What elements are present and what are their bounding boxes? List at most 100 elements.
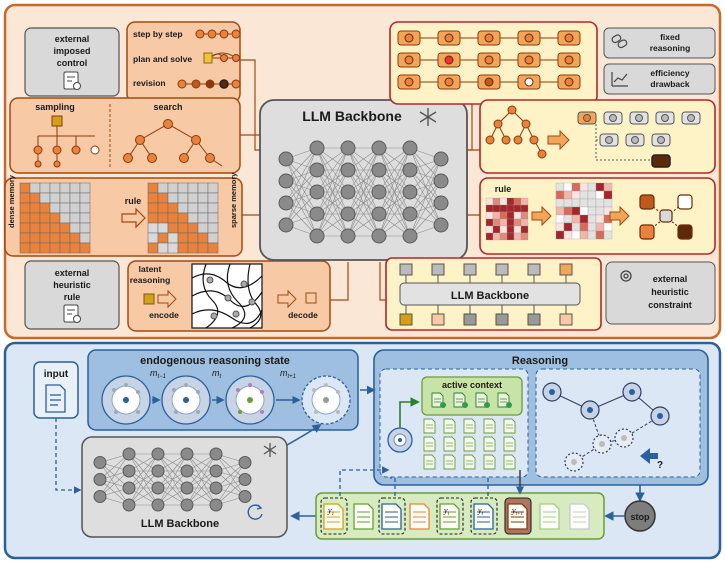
search-label: search: [153, 102, 182, 112]
memory-cell: [187, 182, 199, 194]
memory-cell: [59, 192, 71, 204]
net-edge: [347, 169, 380, 237]
memory-cell: [187, 212, 199, 224]
reasoning-state-node: [387, 397, 420, 453]
memory-cell: [69, 222, 81, 234]
chain-token-dot: [524, 55, 534, 65]
heat-cell: [513, 211, 522, 220]
chain-token-dot: [564, 55, 574, 65]
state-dot: [114, 410, 118, 414]
net-edge: [347, 147, 380, 193]
memory-cell: [29, 202, 41, 214]
memory-cell: [49, 192, 61, 204]
chain-token-dot: [404, 33, 414, 43]
net-node: [340, 184, 356, 200]
net-edge: [347, 191, 380, 237]
state-dot: [136, 390, 140, 394]
heat-cell: [571, 190, 581, 200]
external-rule-line3: rule: [64, 292, 81, 302]
heat-cell: [555, 214, 565, 224]
state-dot: [336, 390, 340, 394]
rule-arrow-2: [609, 205, 630, 227]
heat-cell: [555, 198, 565, 208]
search-node-center: [629, 389, 635, 395]
memory-cell: [147, 202, 159, 214]
net-node: [433, 195, 449, 211]
net-node: [93, 456, 107, 469]
net-edge: [409, 158, 442, 237]
memory-cell: [29, 182, 41, 194]
memory-cell: [207, 232, 219, 244]
heat-cell: [506, 197, 515, 206]
decode-arrow: [277, 289, 297, 309]
memory-cell: [157, 182, 169, 194]
heat-cell: [571, 214, 581, 224]
memory-cell: [59, 222, 71, 234]
inner-bottom-token: [527, 313, 541, 326]
memory-cell: [187, 232, 199, 244]
passive-doc: [443, 436, 456, 452]
external-constraint-line3: constraint: [648, 300, 692, 310]
net-node: [151, 464, 165, 478]
passive-doc: [483, 418, 496, 434]
net-node: [309, 228, 325, 244]
heat-cell: [579, 198, 589, 208]
net-node: [278, 151, 294, 167]
history-doc-frame: [378, 497, 406, 535]
right-chain-dot: [657, 136, 665, 144]
heat-cell: [499, 232, 508, 241]
heat-cell: [587, 190, 597, 200]
passive-doc: [503, 436, 516, 452]
inner-bottom-token: [495, 313, 509, 326]
efficiency-line1: efficiency: [650, 68, 689, 78]
memory-cell: [29, 232, 41, 244]
history-y-label: y1: [327, 506, 334, 517]
state-dot: [260, 410, 264, 414]
active-doc: [453, 392, 466, 408]
memory-cell: [39, 202, 51, 214]
net-node: [402, 140, 418, 156]
fixed-reasoning-box: [603, 27, 716, 59]
search-tree: [123, 119, 223, 167]
search-node-center: [549, 389, 555, 395]
memory-cell: [29, 212, 41, 224]
heat-cell: [485, 232, 494, 241]
memory-cell: [207, 182, 219, 194]
heat-cell: [563, 182, 573, 192]
chain-token-dot: [444, 33, 454, 43]
sparse-memory-label: sparse memory: [229, 172, 238, 228]
fixed-reasoning-line1: fixed: [660, 32, 680, 42]
net-edge: [347, 147, 380, 237]
state-dot: [324, 383, 328, 387]
right-chain-dot: [605, 136, 613, 144]
plan-solve-chain: [203, 52, 240, 64]
state-dot: [196, 410, 200, 414]
question-arrow: ?: [640, 448, 663, 471]
memory-cell: [157, 212, 169, 224]
inner-top-token: [495, 263, 509, 276]
net-node: [433, 151, 449, 167]
net-node: [209, 481, 223, 495]
history-y-label: yt+1: [511, 506, 523, 517]
memory-cell: [177, 232, 189, 244]
memory-cell: [177, 202, 189, 214]
heat-cell: [520, 211, 529, 220]
chain-token-dot: [524, 77, 534, 87]
heat-cell: [563, 190, 573, 200]
heat-cell: [513, 218, 522, 227]
inner-bottom-token: [463, 313, 477, 326]
net-node: [402, 162, 418, 178]
inner-bottom-token: [399, 313, 413, 326]
heat-cell: [513, 204, 522, 213]
external-control-line3: control: [57, 58, 88, 68]
heat-cell: [563, 222, 573, 232]
inner-backbone-label: LLM Backbone: [451, 290, 529, 302]
llm-backbone-center: [259, 99, 468, 261]
heat-cell: [513, 225, 522, 234]
history-doc-frame: [436, 497, 464, 535]
net-node: [122, 447, 136, 461]
inner-bottom-token: [559, 313, 573, 326]
state-dot: [136, 410, 140, 414]
right-chain-dot: [609, 114, 617, 122]
